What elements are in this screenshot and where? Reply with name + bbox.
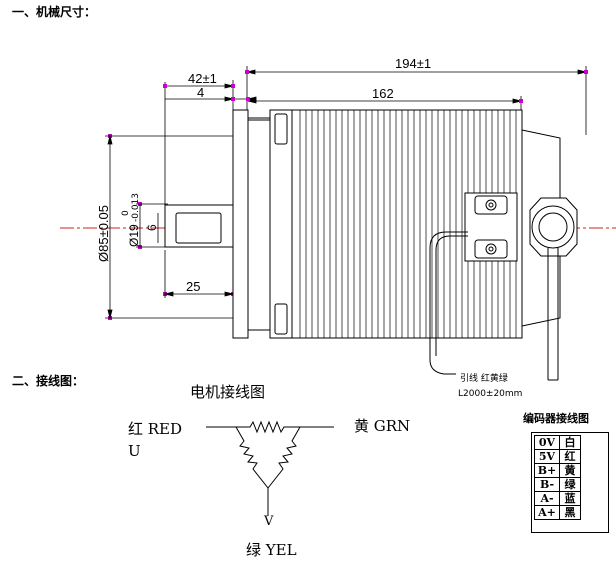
motor-flange bbox=[232, 109, 293, 339]
terminal-block bbox=[464, 192, 518, 262]
encoder-wire-color: 黄 bbox=[559, 463, 581, 478]
encoder-pin: A+ bbox=[534, 505, 560, 520]
overall-length-label: 194±1 bbox=[395, 56, 431, 71]
encoder-wire-color: 白 bbox=[559, 435, 581, 450]
wire-v-label: V bbox=[264, 514, 274, 529]
body-length-label: 162 bbox=[372, 86, 394, 101]
lead-wire bbox=[429, 231, 468, 375]
shaft-length-label: 42±1 bbox=[188, 71, 217, 86]
wire-green-label: 绿 YEL bbox=[246, 541, 297, 559]
key-width-label: 6 bbox=[145, 224, 159, 231]
lead-note-length: L2000±20mm bbox=[458, 389, 523, 399]
table-row: B-绿 bbox=[534, 477, 581, 492]
dim-flange-thickness bbox=[165, 96, 257, 102]
motor-shaft bbox=[164, 204, 234, 248]
motor-wiring-title: 电机接线图 bbox=[190, 383, 266, 401]
encoder-wiring-title: 编码器接线图 bbox=[523, 412, 589, 425]
wire-u-label: U bbox=[128, 442, 141, 460]
encoder-pin: B+ bbox=[534, 463, 560, 478]
lead-note-colors: 引线 红黄绿 bbox=[460, 374, 508, 384]
encoder-pin: B- bbox=[534, 477, 560, 492]
wire-red-label: 红 RED bbox=[128, 420, 183, 438]
section-wiring-title: 二、接线图： bbox=[12, 374, 85, 388]
dim-body-length bbox=[247, 96, 522, 112]
encoder-wire-color: 蓝 bbox=[559, 491, 581, 506]
encoder-wire-color: 黑 bbox=[559, 505, 581, 520]
section-mechanical-title: 一、机械尺寸： bbox=[12, 5, 97, 19]
encoder-pin: 0V bbox=[534, 435, 560, 450]
table-row: A-蓝 bbox=[534, 491, 581, 506]
encoder-table-frame bbox=[531, 432, 609, 533]
flange-thickness-label: 4 bbox=[197, 85, 204, 100]
encoder-pin: A- bbox=[534, 491, 560, 506]
shaft-tol-lower: -0.013 bbox=[131, 193, 141, 222]
table-row: A+黑 bbox=[534, 505, 581, 520]
encoder-wire-color: 绿 bbox=[559, 477, 581, 492]
shaft-tol-upper: 0 bbox=[121, 210, 131, 216]
key-length-label: 25 bbox=[186, 279, 200, 294]
body-diameter-label: Ø85±0.05 bbox=[96, 205, 111, 262]
shaft-diameter-label: Ø19 bbox=[127, 224, 141, 247]
encoder-pin: 5V bbox=[534, 449, 560, 464]
wire-yellow-label: 黄 GRN bbox=[354, 417, 411, 435]
cable-gland bbox=[529, 197, 578, 381]
encoder-wire-color: 红 bbox=[559, 449, 581, 464]
table-row: B+黄 bbox=[534, 463, 581, 478]
dim-body-diameter bbox=[105, 135, 240, 319]
dim-shaft-diameter bbox=[136, 203, 168, 248]
